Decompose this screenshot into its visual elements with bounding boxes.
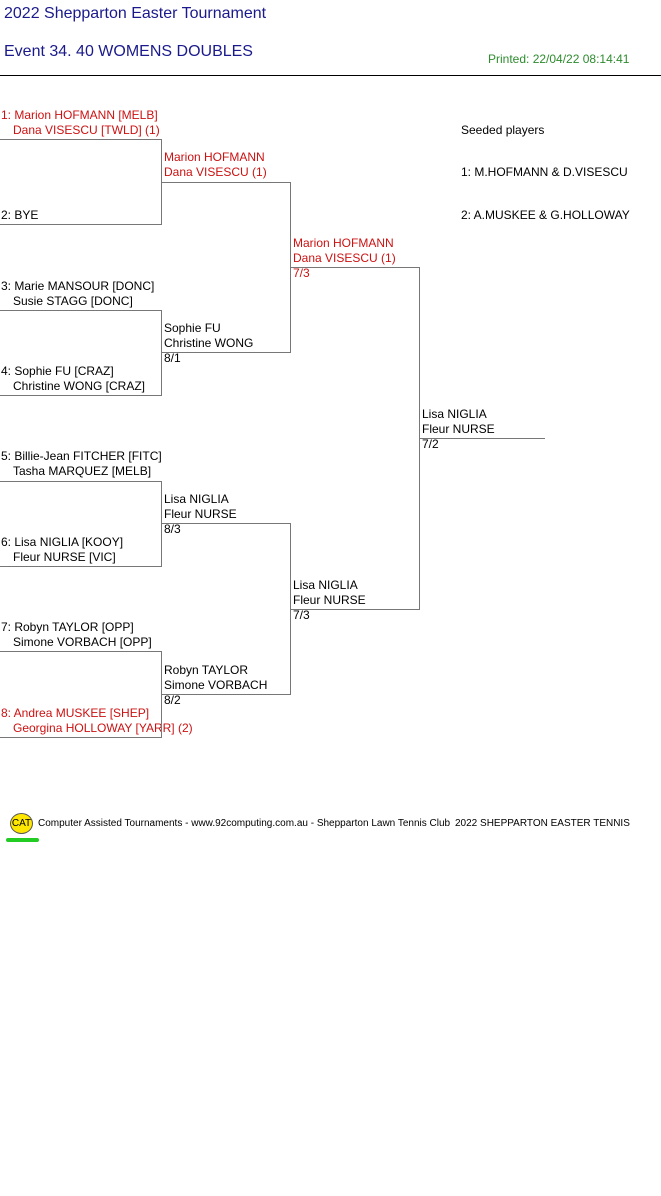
r2-match-4-player-1: Robyn TAYLOR (164, 663, 249, 677)
r1-line-7 (0, 651, 162, 652)
winner-line (419, 438, 545, 439)
entry-4-player-2: Christine WONG [CRAZ] (13, 379, 146, 393)
r3-line-2 (290, 609, 420, 610)
r2-line-1 (161, 182, 291, 183)
footer-credit: Computer Assisted Tournaments - www.92co… (38, 818, 451, 829)
r3-match-1-player-1: Marion HOFMANN (293, 236, 394, 250)
entry-1-player-2: Dana VISESCU [TWLD] (1) (13, 123, 160, 137)
r1-line-8 (0, 737, 162, 738)
seed-1: 1: M.HOFMANN & D.VISESCU (461, 165, 628, 179)
entry-6-player-2: Fleur NURSE [VIC] (13, 550, 116, 564)
seeded-heading: Seeded players (461, 123, 545, 137)
r3-match-2-score: 7/3 (293, 608, 310, 622)
entry-7-player-1: 7: Robyn TAYLOR [OPP] (1, 620, 134, 634)
r1-line-3 (0, 310, 162, 311)
entry-3-player-1: 3: Marie MANSOUR [DONC] (1, 279, 155, 293)
r2-match-1-player-1: Marion HOFMANN (164, 150, 265, 164)
printed-timestamp: Printed: 22/04/22 08:14:41 (488, 52, 630, 66)
footer-event-name: 2022 SHEPPARTON EASTER TENNIS (455, 818, 630, 829)
r2-line-3 (161, 523, 291, 524)
entry-5-player-1: 5: Billie-Jean FITCHER [FITC] (1, 449, 162, 463)
r1-line-5 (0, 481, 162, 482)
seed-2: 2: A.MUSKEE & G.HOLLOWAY (461, 208, 630, 222)
event-title: Event 34. 40 WOMENS DOUBLES (4, 43, 253, 60)
cat-logo: CAT (10, 813, 33, 834)
r2-match-1-player-2: Dana VISESCU (1) (164, 165, 267, 179)
winner-player-2: Fleur NURSE (422, 422, 495, 436)
r1-join-b (161, 310, 162, 396)
r3-line-1 (290, 267, 420, 268)
entry-4-player-1: 4: Sophie FU [CRAZ] (1, 364, 114, 378)
entry-8-player-2: Georgina HOLLOWAY [YARR] (2) (13, 721, 193, 735)
entry-8-player-1: 8: Andrea MUSKEE [SHEP] (1, 706, 150, 720)
entry-2-player-1: 2: BYE (1, 208, 39, 222)
entry-7-player-2: Simone VORBACH [OPP] (13, 635, 152, 649)
r2-line-4 (161, 694, 291, 695)
cat-logo-underline (6, 838, 39, 842)
r3-match-1-score: 7/3 (293, 266, 310, 280)
r2-match-3-score: 8/3 (164, 522, 181, 536)
r2-match-2-score: 8/1 (164, 351, 181, 365)
r1-join-c (161, 481, 162, 567)
r2-match-2-player-1: Sophie FU (164, 321, 221, 335)
entry-3-player-2: Susie STAGG [DONC] (13, 294, 133, 308)
r2-match-3-player-1: Lisa NIGLIA (164, 492, 229, 506)
entry-5-player-2: Tasha MARQUEZ [MELB] (13, 464, 152, 478)
r3-match-1-player-2: Dana VISESCU (1) (293, 251, 396, 265)
r3-match-2-player-2: Fleur NURSE (293, 593, 366, 607)
r2-line-2 (161, 352, 291, 353)
tournament-title: 2022 Shepparton Easter Tournament (4, 5, 267, 22)
winner-score: 7/2 (422, 437, 439, 451)
header-divider (0, 75, 661, 76)
r1-line-4 (0, 395, 162, 396)
entry-6-player-1: 6: Lisa NIGLIA [KOOY] (1, 535, 124, 549)
entry-1-player-1: 1: Marion HOFMANN [MELB] (1, 108, 158, 122)
r1-line-1 (0, 139, 162, 140)
r2-match-4-player-2: Simone VORBACH (164, 678, 268, 692)
r1-line-2 (0, 224, 162, 225)
r3-match-2-player-1: Lisa NIGLIA (293, 578, 358, 592)
r1-line-6 (0, 566, 162, 567)
r2-match-4-score: 8/2 (164, 693, 181, 707)
r2-match-3-player-2: Fleur NURSE (164, 507, 237, 521)
r2-match-2-player-2: Christine WONG (164, 336, 254, 350)
winner-player-1: Lisa NIGLIA (422, 407, 487, 421)
